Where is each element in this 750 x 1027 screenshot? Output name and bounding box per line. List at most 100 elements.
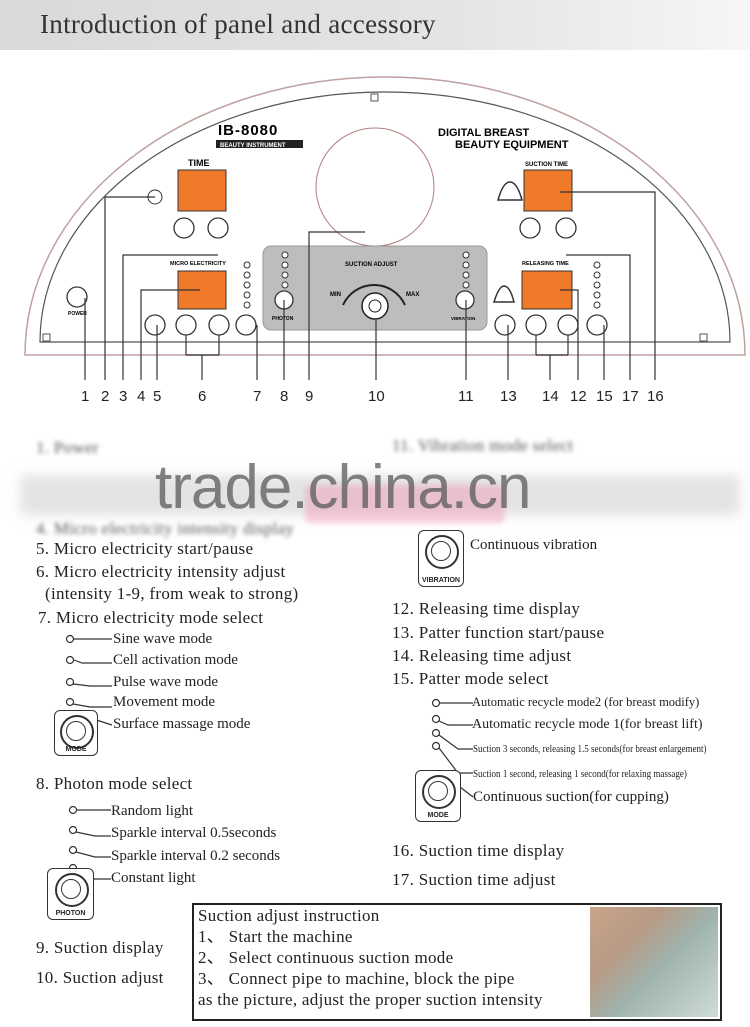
mode-label: MODE <box>427 812 449 819</box>
photon-mode-item: Random light <box>111 803 194 819</box>
panel-marker <box>699 333 708 342</box>
item-4: 4. Micro electricity intensity display <box>36 519 295 538</box>
item-11: 11. Vibration mode select <box>392 436 574 455</box>
item-10: 10. Suction adjust <box>36 968 164 987</box>
item-16: 16. Suction time display <box>392 841 565 860</box>
panel-marker <box>370 93 379 102</box>
micro-label: MICRO ELECTRICITY <box>170 261 226 267</box>
callout-number: 8 <box>280 388 289 405</box>
micro-mode-item: Sine wave mode <box>113 631 213 647</box>
time-display <box>177 169 227 212</box>
photon-mode-item: Sparkle interval 0.5seconds <box>111 825 277 841</box>
micro-mode-item: Cell activation mode <box>113 652 238 668</box>
photon-label: PHOTON <box>272 316 294 322</box>
callout-number: 17 <box>622 388 639 405</box>
instruction-step: 3、 Connect pipe to machine, block the pi… <box>198 969 515 988</box>
vibration-mode-item: Continuous vibration <box>470 537 598 553</box>
item-1: 1. Power <box>36 438 99 457</box>
item-6-note: (intensity 1-9, from weak to strong) <box>45 584 299 603</box>
product-name: BEAUTY EQUIPMENT <box>455 139 569 151</box>
power-button <box>66 286 88 308</box>
suction-time-display <box>523 169 573 212</box>
instruction-step: 1、 Start the machine <box>198 927 353 946</box>
photon-mode-item: Constant light <box>111 870 196 886</box>
instruction-photo <box>590 907 718 1017</box>
micro-mode-item: Movement mode <box>113 694 216 710</box>
mode-connector-lines <box>65 634 113 726</box>
callout-number: 5 <box>153 388 162 405</box>
callout-lines <box>84 191 656 380</box>
suction-arc <box>342 284 406 306</box>
item-13: 13. Patter function start/pause <box>392 623 605 642</box>
watermark: trade.china.cn <box>155 453 531 522</box>
patter-mode-item: Automatic recycle mode2 (for breast modi… <box>472 695 700 709</box>
callout-number: 10 <box>368 388 385 405</box>
mode-button-icon: MODE <box>54 710 98 756</box>
callout-number: 4 <box>137 388 146 405</box>
watermark-logo <box>305 485 505 523</box>
suction-adjust-area <box>262 245 488 331</box>
item-15: 15. Patter mode select <box>392 669 549 688</box>
panel-diagram: IB-8080 BEAUTY INSTRUMENT DIGITAL BREAST… <box>24 76 746 380</box>
item-5: 5. Micro electricity start/pause <box>36 539 254 558</box>
suction-adjust-knob <box>361 292 389 320</box>
photon-button-icon: PHOTON <box>47 868 94 920</box>
vibration-label: VIBRATION <box>422 577 460 584</box>
callout-number: 11 <box>458 388 474 405</box>
model-sub-label: BEAUTY INSTRUMENT <box>220 143 286 149</box>
callout-number: 16 <box>647 388 664 405</box>
cup-icon <box>492 285 515 303</box>
micro-mode-item: Surface massage mode <box>113 716 251 732</box>
instruction-title: Suction adjust instruction <box>198 906 380 925</box>
item-7: 7. Micro electricity mode select <box>38 608 264 627</box>
callout-number: 13 <box>500 388 517 405</box>
model-label: IB-8080 <box>218 122 278 139</box>
mode-label: MODE <box>65 746 87 753</box>
item-17: 17. Suction time adjust <box>392 870 556 889</box>
releasing-time-label: RELEASING TIME <box>522 261 569 267</box>
photon-label: PHOTON <box>55 910 86 917</box>
callout-number: 1 <box>81 388 90 405</box>
suction-display-circle <box>315 127 435 247</box>
suction-time-label: SUCTION TIME <box>525 162 568 168</box>
patter-connector-lines <box>431 698 474 798</box>
callout-number: 9 <box>305 388 314 405</box>
instruction-step: 2、 Select continuous suction mode <box>198 948 454 967</box>
suction-instruction-box: Suction adjust instruction 1、 Start the … <box>192 903 722 1021</box>
item-12: 12. Releasing time display <box>392 599 581 618</box>
instruction-step: as the picture, adjust the proper suctio… <box>198 990 543 1009</box>
vibration-button-icon: VIBRATION <box>418 530 464 587</box>
model-sub-bar <box>216 140 303 148</box>
callout-number: 6 <box>198 388 207 405</box>
panel-buttons <box>66 217 608 336</box>
suction-adjust-label: SUCTION ADJUST <box>345 262 398 268</box>
patter-mode-item: Continuous suction(for cupping) <box>473 789 669 805</box>
max-label: MAX <box>406 292 419 298</box>
item-9: 9. Suction display <box>36 938 164 957</box>
vibration-label: VIBRATION <box>451 316 475 321</box>
page-title: Introduction of panel and accessory <box>40 9 436 39</box>
callout-number: 15 <box>596 388 613 405</box>
indicator-leds <box>243 251 601 309</box>
header-bar: Introduction of panel and accessory <box>0 0 750 50</box>
photon-mode-item: Sparkle interval 0.2 seconds <box>111 848 281 864</box>
time-label: TIME <box>188 158 210 168</box>
cup-icon <box>497 181 523 201</box>
item-8: 8. Photon mode select <box>36 774 193 793</box>
panel-marker <box>42 333 51 342</box>
patter-mode-item: Suction 3 seconds, releasing 1.5 seconds… <box>473 743 707 755</box>
panel-inner-outline <box>39 91 731 343</box>
callout-number: 2 <box>101 388 110 405</box>
mode-button-icon: MODE <box>415 770 461 822</box>
min-label: MIN <box>330 292 341 298</box>
patter-mode-item: Automatic recycle mode 1(for breast lift… <box>472 717 703 732</box>
callout-number: 14 <box>542 388 559 405</box>
callout-number: 12 <box>570 388 587 405</box>
suction-adjust-knob-inner <box>368 299 382 313</box>
callout-number: 7 <box>253 388 262 405</box>
watermark-band <box>20 475 740 515</box>
photon-connector-lines <box>68 805 111 880</box>
patter-mode-item: Suction 1 second, releasing 1 second(for… <box>473 768 687 780</box>
power-label: POWER <box>68 311 87 317</box>
